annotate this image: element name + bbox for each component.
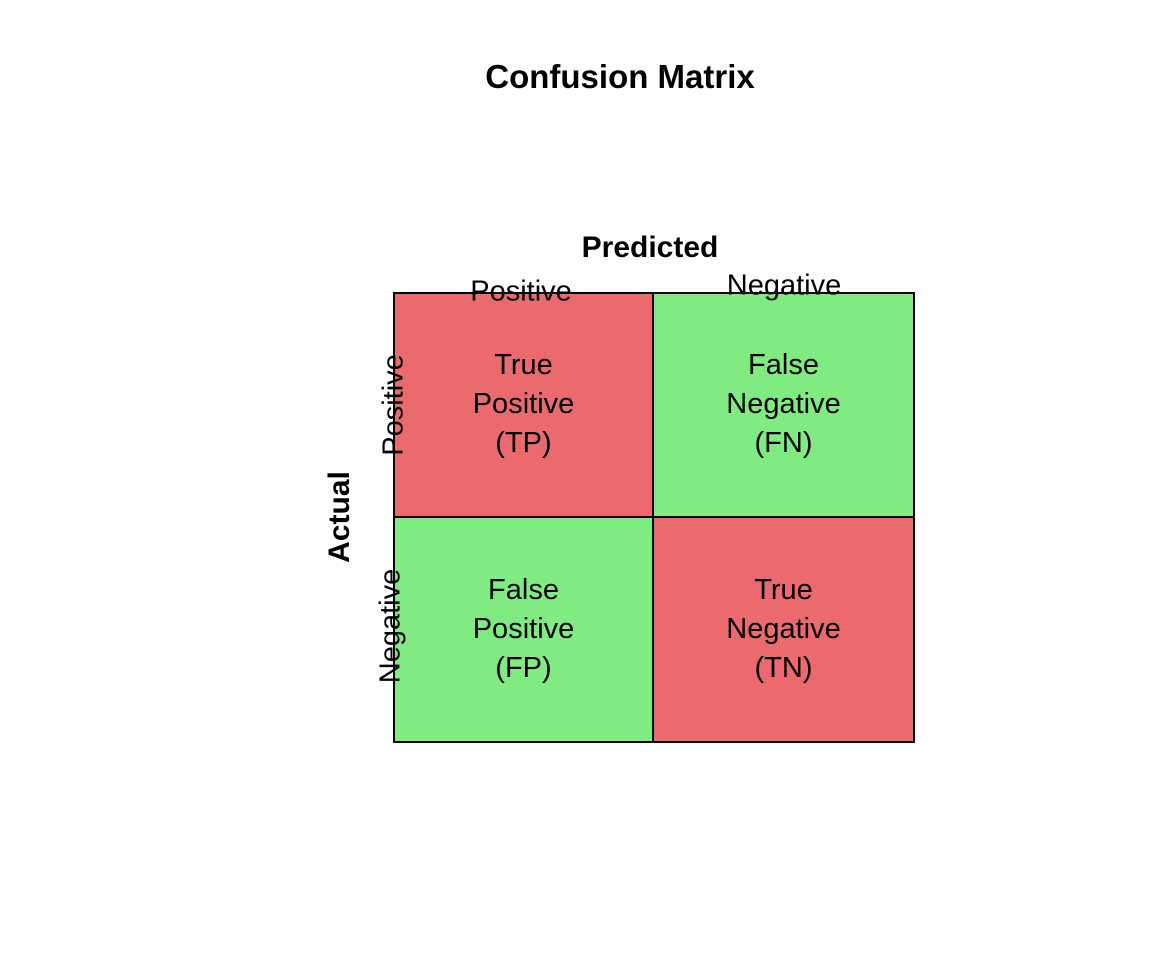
cell-false-negative-label: False Negative (FN) xyxy=(726,349,841,460)
chart-title: Confusion Matrix xyxy=(485,58,755,95)
cell-false-negative: False Negative (FN) xyxy=(654,294,913,518)
confusion-matrix-grid: True Positive (TP) False Negative (FN) F… xyxy=(393,292,915,743)
y-axis-title-actual: Actual xyxy=(323,471,356,563)
cell-true-negative-label: True Negative (TN) xyxy=(726,573,841,684)
cell-false-positive: False Positive (FP) xyxy=(395,517,654,741)
x-axis-title-predicted: Predicted xyxy=(581,231,719,264)
cell-true-positive: True Positive (TP) xyxy=(395,294,654,518)
cell-true-negative: True Negative (TN) xyxy=(654,517,913,741)
cell-false-positive-label: False Positive (FP) xyxy=(472,573,575,684)
col-label-positive: Positive xyxy=(470,275,572,308)
row-label-negative: Negative xyxy=(374,568,407,684)
cell-true-positive-label: True Positive (TP) xyxy=(472,349,575,460)
col-label-negative: Negative xyxy=(726,269,842,302)
row-label-positive: Positive xyxy=(377,354,410,456)
